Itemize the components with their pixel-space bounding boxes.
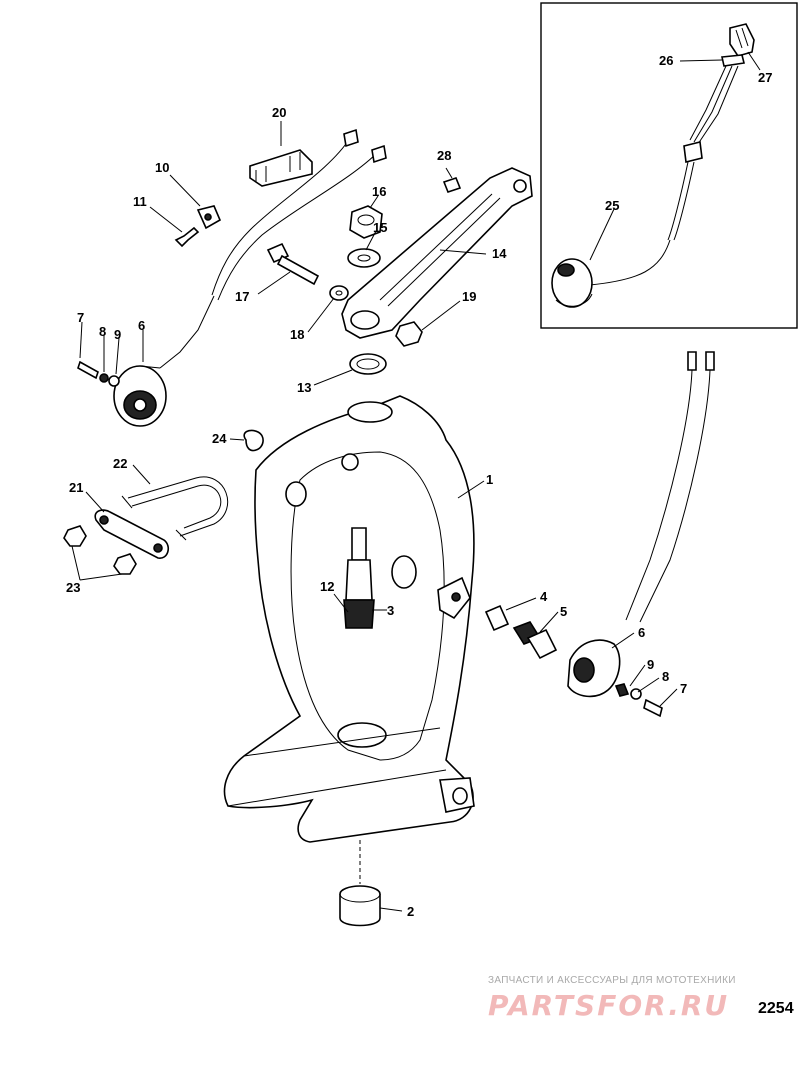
callout-26: 26 xyxy=(659,53,673,68)
parts-7-8-9-right xyxy=(614,683,663,718)
callout-18: 18 xyxy=(290,327,304,342)
diagram-number: 2254 xyxy=(758,1000,794,1017)
inset-wire-harness xyxy=(589,65,739,286)
part-24-clip xyxy=(243,429,264,452)
part-13-washer xyxy=(349,353,387,375)
callout-23: 23 xyxy=(66,580,80,595)
callout-labels: 20 10 11 28 16 15 14 17 18 19 13 7 8 9 6… xyxy=(66,53,772,919)
callout-24: 24 xyxy=(212,431,227,446)
parts-7-8-9-left xyxy=(77,360,120,387)
part-22-u-bolt xyxy=(121,476,229,541)
callout-8-left: 8 xyxy=(99,324,106,339)
callout-4: 4 xyxy=(540,589,548,604)
callout-11: 11 xyxy=(133,194,147,209)
part-25-sensor xyxy=(551,258,593,308)
callout-17: 17 xyxy=(235,289,249,304)
callout-25: 25 xyxy=(605,198,619,213)
callout-1: 1 xyxy=(486,472,493,487)
callout-21: 21 xyxy=(69,480,83,495)
part-6-sender-left xyxy=(113,365,167,427)
part-14-steering-arm xyxy=(341,167,533,339)
part-20-clip xyxy=(249,149,313,187)
callout-2: 2 xyxy=(407,904,414,919)
callout-5: 5 xyxy=(560,604,567,619)
part-21-plate xyxy=(94,509,170,559)
callout-9-right: 9 xyxy=(647,657,654,672)
watermark-logo: PARTSFOR.RU xyxy=(488,989,730,1022)
part-26-terminals xyxy=(721,54,745,67)
part-3-steering-pin xyxy=(343,527,375,629)
callout-27: 27 xyxy=(758,70,772,85)
callout-6-right: 6 xyxy=(638,625,645,640)
part-2-bushing xyxy=(339,885,381,927)
leader-lines xyxy=(71,51,761,912)
callout-10: 10 xyxy=(155,160,169,175)
right-wire-harness xyxy=(625,351,715,623)
part-27-connector xyxy=(729,23,755,57)
callout-13: 13 xyxy=(297,380,311,395)
callout-7-right: 7 xyxy=(680,681,687,696)
callout-22: 22 xyxy=(113,456,127,471)
part-19-nut xyxy=(395,321,423,347)
part-16-nut xyxy=(349,205,383,239)
callout-7-left: 7 xyxy=(77,310,84,325)
callout-14: 14 xyxy=(492,246,507,261)
callout-15: 15 xyxy=(373,220,387,235)
part-17-bolt xyxy=(266,242,320,286)
callout-16: 16 xyxy=(372,184,386,199)
part-10-plate xyxy=(196,205,222,230)
callout-12: 12 xyxy=(320,579,334,594)
inset-frame xyxy=(540,2,798,329)
callout-28: 28 xyxy=(437,148,451,163)
part-28-screw xyxy=(442,177,462,193)
part-18-washer xyxy=(329,285,349,301)
callout-19: 19 xyxy=(462,289,476,304)
part-5-pin xyxy=(512,621,558,660)
part-4-bushing xyxy=(484,604,510,632)
callout-8-right: 8 xyxy=(662,669,669,684)
part-11-screw xyxy=(174,226,200,248)
callout-6-left: 6 xyxy=(138,318,145,333)
callout-3: 3 xyxy=(387,603,394,618)
part-6-sender-right xyxy=(567,639,621,698)
callout-9-left: 9 xyxy=(114,327,121,342)
part-15-washer xyxy=(347,248,381,268)
upper-left-wire-harness xyxy=(159,128,387,369)
watermark-tagline: ЗАПЧАСТИ И АКСЕССУАРЫ ДЛЯ МОТОТЕХНИКИ xyxy=(488,975,736,986)
callout-20: 20 xyxy=(272,105,286,120)
part-23-nuts xyxy=(63,525,137,575)
